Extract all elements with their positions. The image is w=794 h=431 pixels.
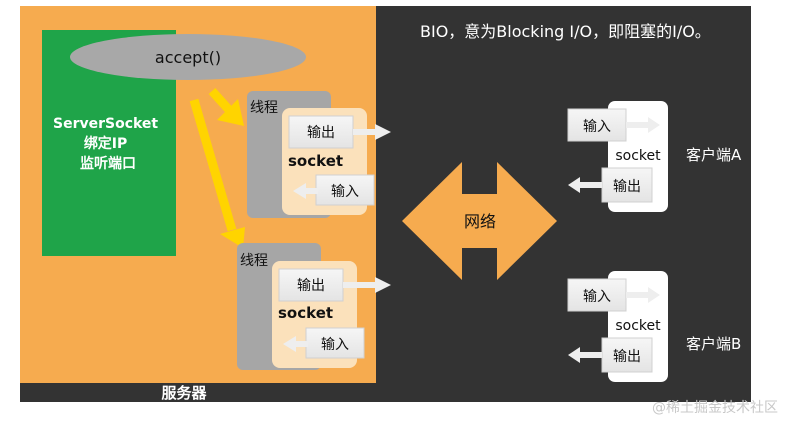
client-input-label: 输入	[583, 289, 611, 305]
thread-1: 线程 输出 socket 输入	[247, 91, 375, 218]
client-name: 客户端B	[686, 335, 741, 353]
serversocket-line-1: ServerSocket	[53, 116, 158, 132]
client-socket-label: socket	[615, 148, 661, 164]
watermark: @稀土掘金技术社区	[652, 400, 778, 416]
accept-to-thread1-arrow	[208, 87, 244, 126]
thread-1-input-arrow	[293, 183, 318, 199]
input-box	[305, 327, 365, 359]
serversocket-line-2: 绑定IP	[84, 135, 127, 152]
accept-label: accept()	[155, 48, 221, 67]
accept-to-thread2-arrow	[189, 98, 245, 248]
thread-1-output-arrow	[353, 124, 391, 140]
client-a-input-arrow	[626, 117, 660, 133]
client-input-label: 输入	[583, 119, 611, 135]
thread-2-input-arrow	[283, 336, 308, 352]
output-label: 输出	[297, 278, 325, 294]
input-label: 输入	[321, 337, 349, 353]
thread-2-output-arrow	[343, 277, 391, 293]
client-name: 客户端A	[686, 146, 742, 164]
output-box	[288, 115, 354, 149]
client-input-box	[567, 278, 627, 312]
server-label: 服务器	[161, 384, 207, 402]
output-label: 输出	[307, 125, 335, 141]
network-label: 网络	[464, 212, 496, 231]
output-box	[278, 268, 344, 302]
client-input-box	[567, 108, 627, 142]
input-box	[315, 174, 375, 206]
page-title: BIO，意为Blocking I/O，即阻塞的I/O。	[420, 22, 711, 41]
thread-title: 线程	[250, 100, 278, 116]
socket-label: socket	[278, 304, 333, 322]
socket-label: socket	[288, 152, 343, 170]
client-output-box	[601, 167, 653, 203]
accept-ellipse	[70, 34, 306, 80]
client-a-output-arrow	[568, 177, 602, 193]
input-label: 输入	[331, 184, 359, 200]
thread-title: 线程	[240, 253, 268, 269]
serversocket-line-3: 监听端口	[80, 155, 136, 172]
client-b-output-arrow	[568, 347, 602, 363]
client-socket-label: socket	[615, 318, 661, 334]
client-output-label: 输出	[613, 349, 641, 365]
client-b-input-arrow	[626, 287, 660, 303]
thread-2: 线程 输出 socket 输入	[237, 243, 365, 370]
client-output-label: 输出	[613, 179, 641, 195]
network-arrow	[402, 162, 557, 280]
serversocket-label: ServerSocket 绑定IP 监听端口	[53, 116, 163, 172]
